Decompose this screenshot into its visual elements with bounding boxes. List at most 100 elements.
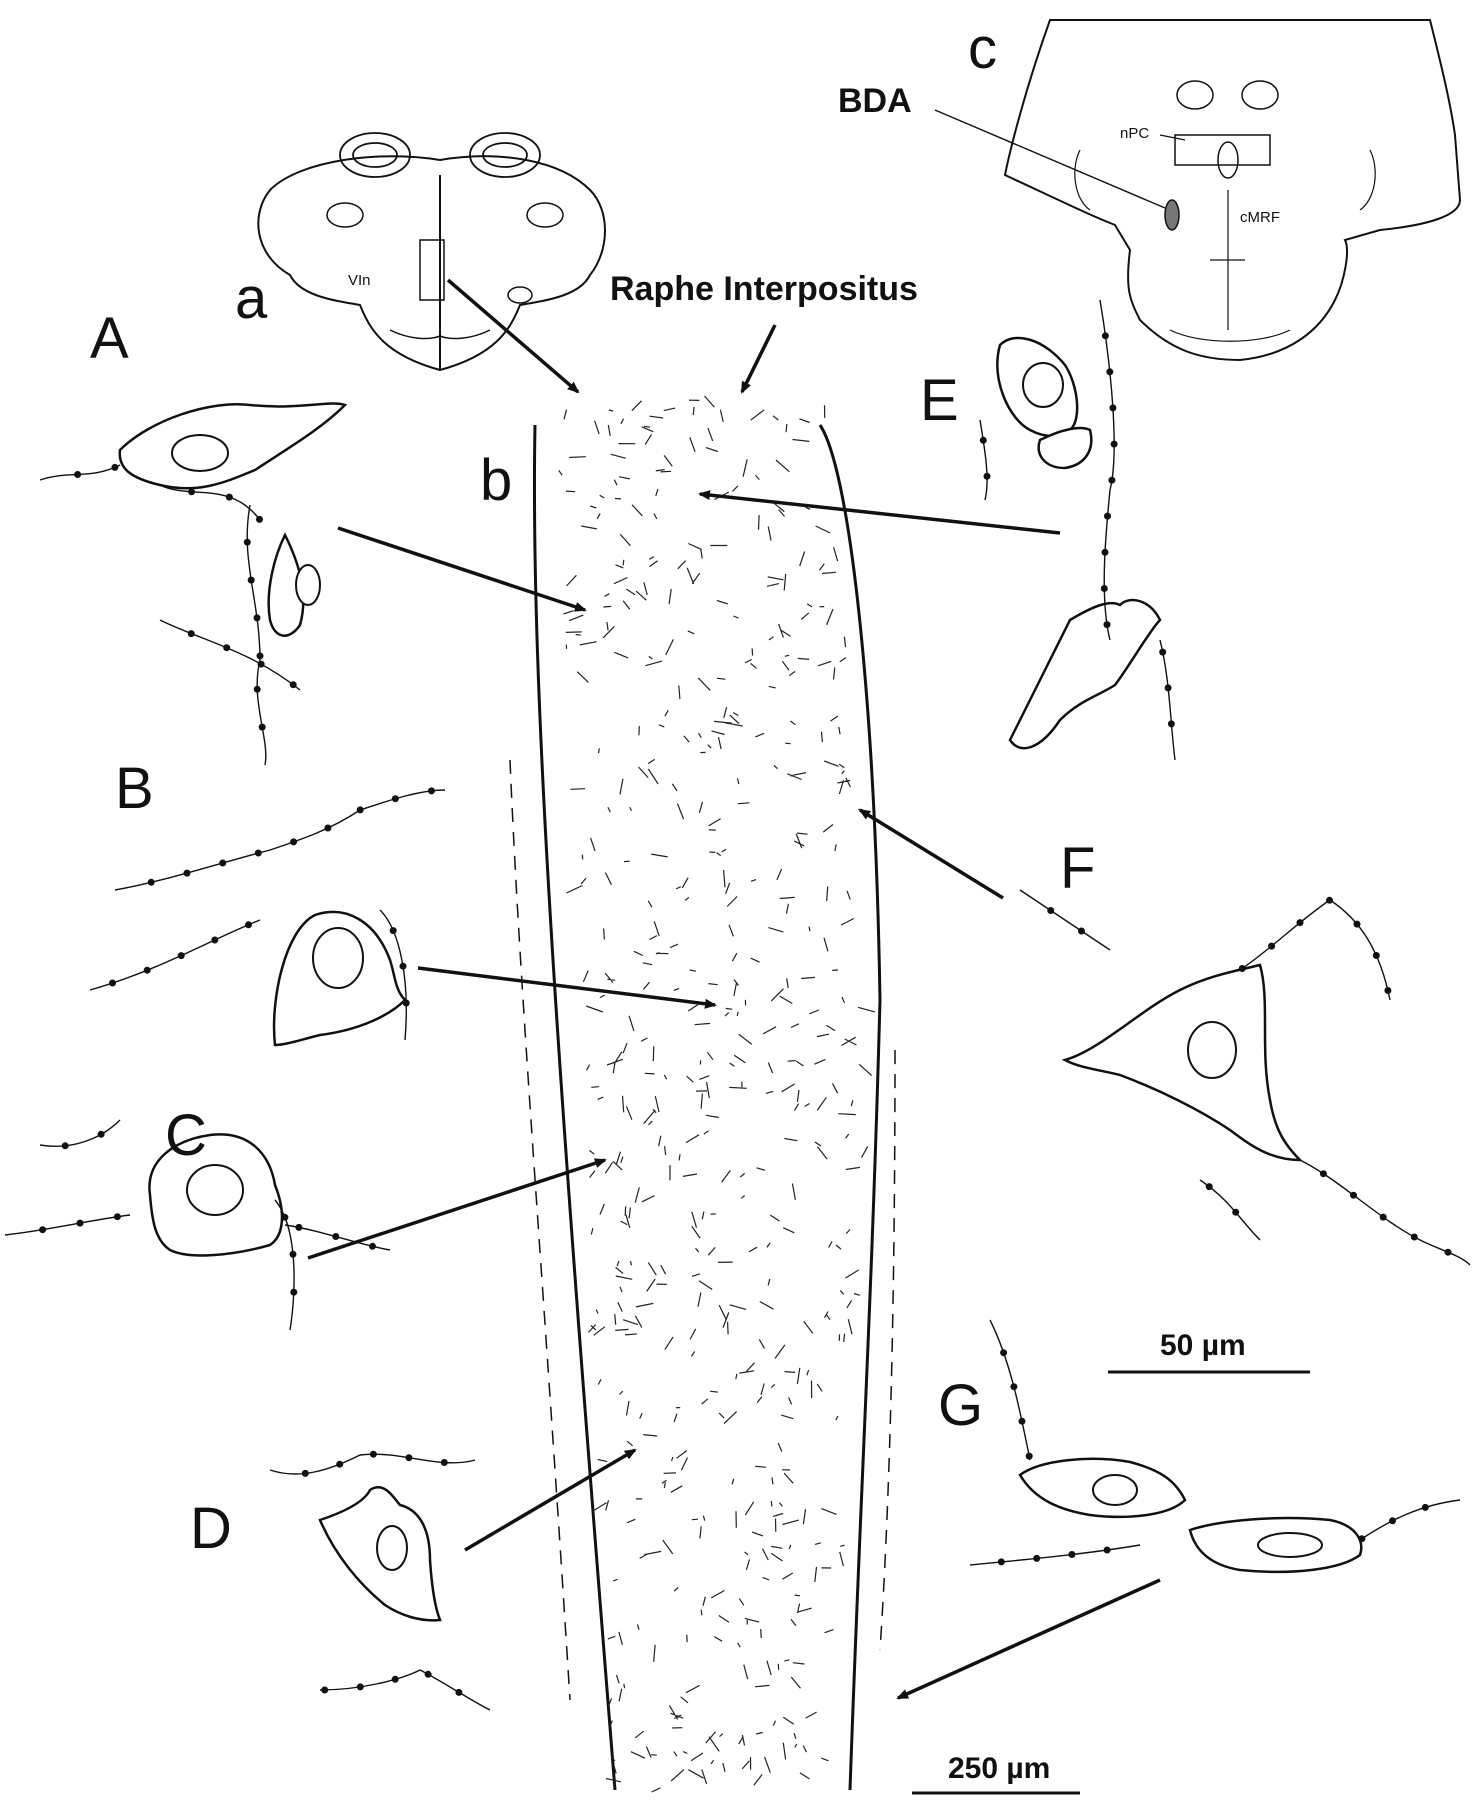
bouton: [1018, 1417, 1026, 1425]
fiber-strokes: [558, 395, 876, 1793]
bouton: [440, 1459, 448, 1466]
bouton: [1326, 896, 1333, 904]
bouton: [979, 436, 987, 444]
bouton: [1232, 1208, 1240, 1216]
cell-A-label: A: [90, 306, 129, 371]
bouton: [177, 952, 185, 960]
bda-injection-site: [1164, 199, 1180, 231]
cell-B-label: B: [115, 756, 154, 821]
cmrf-label: cMRF: [1240, 209, 1280, 226]
bouton: [74, 471, 82, 478]
bouton: [1296, 919, 1304, 927]
cell-E-label: E: [920, 368, 959, 433]
bouton: [1110, 440, 1118, 448]
arrow-F: [858, 808, 1004, 900]
bouton: [1025, 1452, 1033, 1460]
bouton: [289, 681, 297, 689]
bouton: [39, 1226, 47, 1234]
bouton: [225, 493, 233, 501]
neuron-F: F: [1019, 836, 1471, 1266]
scale-bar-50um-label: 50 µm: [1160, 1329, 1246, 1362]
bouton: [1000, 1349, 1008, 1357]
cell-C-label: C: [165, 1103, 207, 1168]
bouton: [1101, 332, 1109, 340]
neuron-D: D: [190, 1450, 491, 1711]
bouton: [1410, 1233, 1418, 1241]
bouton: [143, 966, 151, 974]
brainstem-section-a: VIn a: [235, 132, 606, 372]
bouton: [399, 962, 407, 970]
arrow-G: [896, 1578, 1161, 1700]
bouton: [1205, 1183, 1213, 1191]
bouton: [321, 1686, 329, 1694]
bouton: [1108, 476, 1116, 484]
bouton: [1384, 987, 1392, 994]
bouton: [1106, 368, 1114, 376]
bda-label: BDA: [838, 82, 912, 120]
bouton: [243, 538, 251, 546]
bouton: [257, 660, 265, 668]
labeled-fiber-field: [558, 395, 876, 1793]
bouton: [109, 979, 116, 987]
bouton: [187, 630, 195, 638]
bouton: [289, 1250, 297, 1258]
scale-bar-250um: 250 µm: [912, 1752, 1080, 1795]
scale-bar-250um-label: 250 µm: [948, 1752, 1050, 1785]
bouton: [1164, 684, 1172, 692]
bouton: [111, 463, 119, 471]
bouton: [256, 515, 263, 523]
bouton: [258, 723, 266, 731]
bouton: [455, 1688, 463, 1696]
bouton: [1353, 920, 1361, 928]
bouton: [1167, 720, 1175, 728]
bouton: [391, 795, 399, 803]
arrow-B: [417, 966, 717, 1009]
bouton: [295, 1223, 303, 1231]
bouton: [219, 859, 227, 867]
bouton: [428, 787, 435, 795]
bouton: [1372, 952, 1380, 959]
bouton: [301, 1469, 309, 1477]
panel-b-label: b: [480, 448, 512, 513]
bouton: [1389, 1517, 1396, 1525]
cell-F-label: F: [1060, 836, 1095, 901]
neuron-A: A: [39, 306, 348, 766]
bouton: [1379, 1213, 1387, 1221]
bouton: [245, 921, 252, 929]
bouton: [1068, 1551, 1076, 1558]
scale-bar-50um: 50 µm: [1108, 1329, 1310, 1374]
bouton: [1319, 1170, 1327, 1178]
vin-label: VIn: [348, 272, 371, 289]
bouton: [1350, 1191, 1357, 1199]
bouton: [1103, 1546, 1111, 1554]
bouton: [183, 869, 191, 877]
bouton: [391, 1675, 399, 1683]
neuron-E: E: [920, 299, 1176, 761]
arrow-E: [698, 490, 1061, 535]
bouton: [247, 576, 255, 584]
bouton: [211, 936, 219, 944]
bouton: [97, 1130, 105, 1138]
bouton: [324, 824, 332, 832]
bouton: [1101, 548, 1109, 556]
bouton: [61, 1142, 69, 1150]
bouton: [1047, 907, 1055, 914]
bouton: [405, 1454, 413, 1462]
raphe-interpositus-b: b Raphe Interpositus: [480, 270, 918, 1793]
bouton: [253, 614, 261, 622]
bouton: [147, 878, 155, 886]
bouton: [1010, 1383, 1018, 1391]
pons-section-c: c BDA nPC cMRF: [838, 16, 1462, 362]
bouton: [188, 488, 196, 496]
bouton: [76, 1219, 84, 1227]
neuron-B: B: [89, 756, 446, 1047]
arrows: [307, 278, 1161, 1700]
cell-D-label: D: [190, 1496, 232, 1561]
cell-G-label: G: [938, 1373, 983, 1438]
bouton: [281, 1213, 289, 1221]
bouton: [356, 806, 364, 814]
panel-a-label: a: [235, 266, 268, 331]
npc-label: nPC: [1120, 125, 1149, 142]
arrow-raphe-label: [740, 324, 777, 394]
